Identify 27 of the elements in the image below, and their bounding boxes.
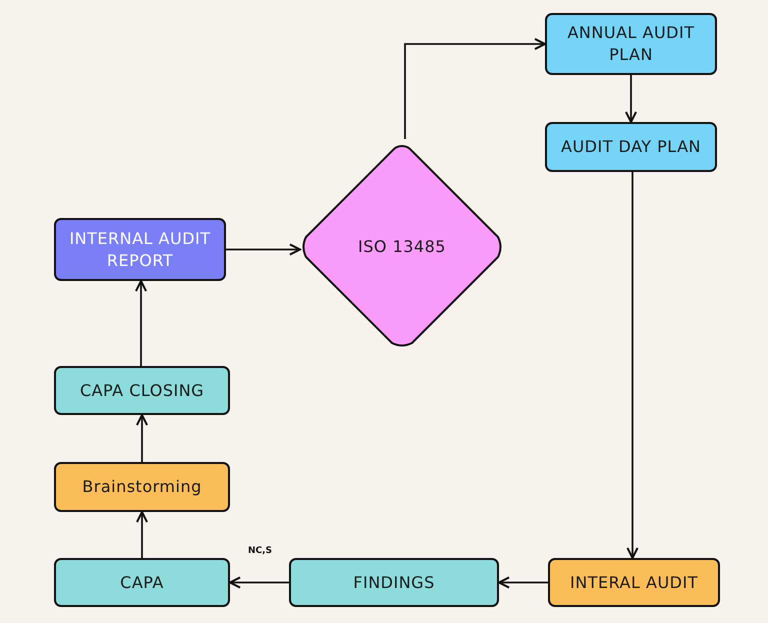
node-text: FINDINGS — [353, 572, 435, 594]
arrow — [229, 576, 289, 589]
arrow — [136, 414, 148, 462]
arrow — [134, 280, 148, 366]
process-box — [289, 558, 499, 607]
node-text: CAPA — [120, 572, 164, 594]
process-box — [54, 366, 230, 415]
node-text: CAPA CLOSING — [80, 380, 204, 402]
node-text: INTERNAL AUDIT REPORT — [68, 228, 212, 272]
node-text: ANNUAL AUDIT PLAN — [566, 22, 696, 66]
process-box — [545, 122, 717, 172]
arrow — [626, 172, 639, 559]
node-text: INTERAL AUDIT — [570, 572, 698, 594]
edge-label: NC,S — [247, 546, 274, 556]
arrow — [136, 511, 148, 558]
arrow — [624, 75, 638, 123]
arrow — [404, 38, 546, 139]
node-text: AUDIT DAY PLAN — [561, 136, 701, 158]
process-box — [54, 218, 226, 281]
process-box — [545, 13, 717, 75]
arrow — [498, 576, 548, 589]
arrow — [226, 243, 301, 256]
process-box — [54, 462, 230, 512]
process-box — [54, 558, 230, 607]
process-box — [548, 558, 720, 607]
node-text: Brainstorming — [82, 476, 202, 498]
node-text: ISO 13485 — [358, 236, 446, 258]
